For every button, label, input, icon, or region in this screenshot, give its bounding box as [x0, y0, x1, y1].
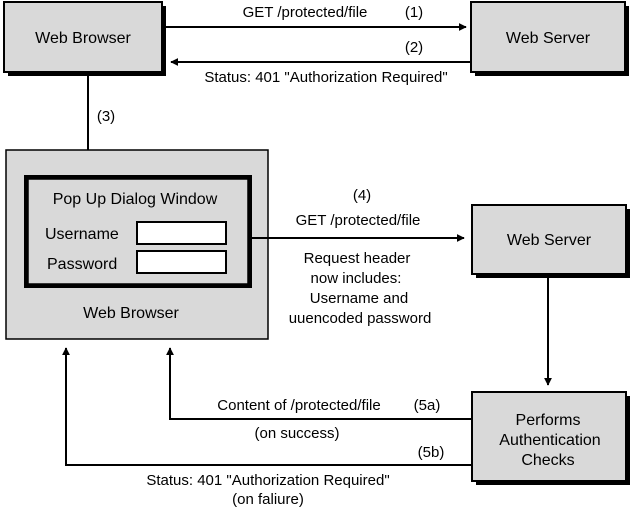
edge-5a-success: Content of /protected/file (5a) (on succ… — [166, 347, 472, 442]
auth-checks-line-1: Performs — [516, 412, 581, 429]
edge-3-step: (3) — [97, 108, 115, 125]
edge-5b-label: Status: 401 "Authorization Required" — [146, 472, 389, 489]
edge-1-label: GET /protected/file — [243, 4, 368, 21]
edge-1-get-request: GET /protected/file (1) — [166, 4, 467, 31]
password-label: Password — [47, 256, 117, 273]
web-server-mid-label: Web Server — [507, 232, 592, 249]
username-label: Username — [45, 226, 119, 243]
web-server-top-label: Web Server — [506, 30, 591, 47]
edge-5a-label: Content of /protected/file — [217, 397, 380, 414]
auth-checks-line-2: Authentication — [499, 432, 600, 449]
edge-5b-failure: (5b) Status: 401 "Authorization Required… — [62, 347, 472, 508]
edge-4-note-2: now includes: — [311, 270, 402, 287]
password-field[interactable] — [136, 250, 227, 274]
edge-4-note-3: Username and — [310, 290, 408, 307]
edge-4-step: (4) — [353, 187, 371, 204]
edge-5a-step: (5a) — [414, 397, 441, 414]
web-browser-main-label: Web Browser — [83, 305, 179, 322]
edge-5b-step: (5b) — [418, 444, 445, 461]
edge-4-label: GET /protected/file — [296, 212, 421, 229]
web-server-top-node: Web Server — [470, 1, 629, 76]
edge-4-note-4: uuencoded password — [289, 310, 432, 327]
username-field[interactable] — [136, 221, 227, 245]
edge-2-label: Status: 401 "Authorization Required" — [204, 69, 447, 86]
edge-1-step: (1) — [405, 4, 423, 21]
web-server-mid-node: Web Server — [471, 204, 630, 278]
dialog-title: Pop Up Dialog Window — [53, 191, 218, 208]
web-browser-top-node: Web Browser — [3, 1, 166, 76]
edge-2-401-response: (2) Status: 401 "Authorization Required" — [170, 39, 471, 86]
edge-4-get-with-credentials: (4) GET /protected/file Request header n… — [252, 187, 465, 327]
edge-2-step: (2) — [405, 39, 423, 56]
auth-checks-node: Performs Authentication Checks — [471, 391, 630, 485]
edge-4-note-1: Request header — [304, 250, 411, 267]
web-browser-main-node: Pop Up Dialog Window Username Password W… — [5, 149, 269, 340]
edge-5b-note: (on faliure) — [232, 491, 304, 508]
web-browser-top-label: Web Browser — [35, 30, 131, 47]
edge-5a-note: (on success) — [254, 425, 339, 442]
auth-checks-line-3: Checks — [521, 452, 574, 469]
